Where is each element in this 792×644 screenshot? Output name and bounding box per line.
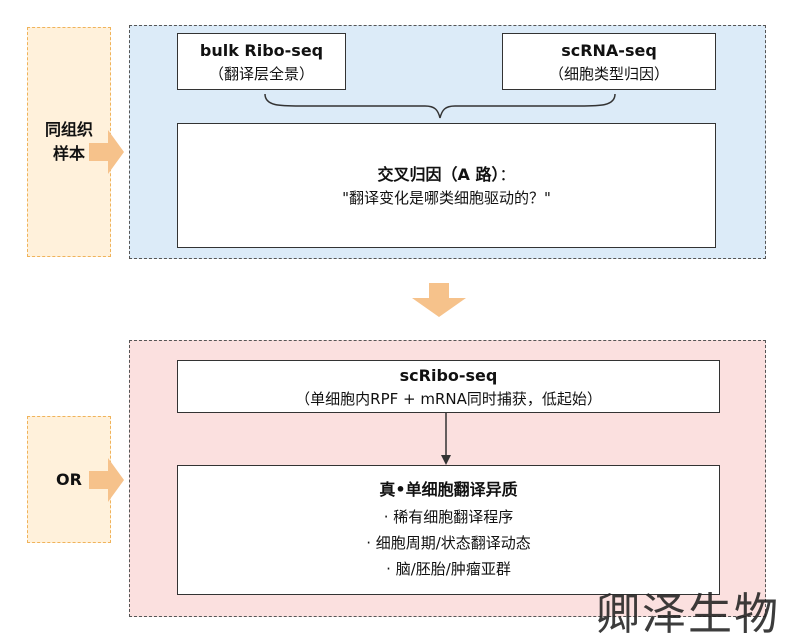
cross-attribution-colon: ：	[499, 164, 516, 184]
list-item: · 脑/胚胎/肿瘤亚群	[386, 560, 511, 578]
sample-label-line2: 样本	[52, 144, 85, 163]
list-item: · 稀有细胞翻译程序	[383, 508, 514, 526]
right-arrow-icon	[89, 130, 124, 174]
bulk-ribo-seq-sub: （翻译层全景）	[208, 64, 314, 83]
sample-label: 同组织 样本	[27, 27, 111, 257]
or-label-text: OR	[56, 469, 82, 489]
heterogeneity-box: 真•单细胞翻译异质 · 稀有细胞翻译程序 · 细胞周期/状态翻译动态 · 脑/胚…	[177, 465, 720, 595]
watermark-text: 卿泽生物	[596, 589, 780, 640]
heterogeneity-title: 真•单细胞翻译异质	[379, 480, 518, 499]
down-arrow-icon	[412, 283, 466, 317]
right-arrow-icon	[89, 458, 124, 502]
scrna-seq-box: scRNA-seq （细胞类型归因）	[502, 33, 716, 90]
brace-connector	[264, 93, 616, 119]
cross-attribution-question: "翻译变化是哪类细胞驱动的？"	[342, 188, 551, 207]
down-connector-arrow	[441, 413, 451, 465]
scrna-seq-title: scRNA-seq	[561, 40, 657, 60]
cross-attribution-title: 交叉归因（A 路）	[377, 164, 500, 184]
scribo-seq-box: scRibo-seq （单细胞内RPF + mRNA同时捕获，低起始）	[177, 360, 720, 413]
bulk-ribo-seq-box: bulk Ribo-seq （翻译层全景）	[177, 33, 346, 90]
scrna-seq-sub: （细胞类型归因）	[548, 64, 669, 83]
list-item: · 细胞周期/状态翻译动态	[366, 534, 531, 552]
bulk-ribo-seq-title: bulk Ribo-seq	[199, 40, 324, 60]
scribo-seq-title: scRibo-seq	[399, 365, 498, 385]
scribo-seq-sub: （单细胞内RPF + mRNA同时捕获，低起始）	[295, 389, 602, 408]
sample-label-line1: 同组织	[44, 120, 93, 139]
cross-attribution-box: 交叉归因（A 路）： "翻译变化是哪类细胞驱动的？"	[177, 123, 716, 248]
